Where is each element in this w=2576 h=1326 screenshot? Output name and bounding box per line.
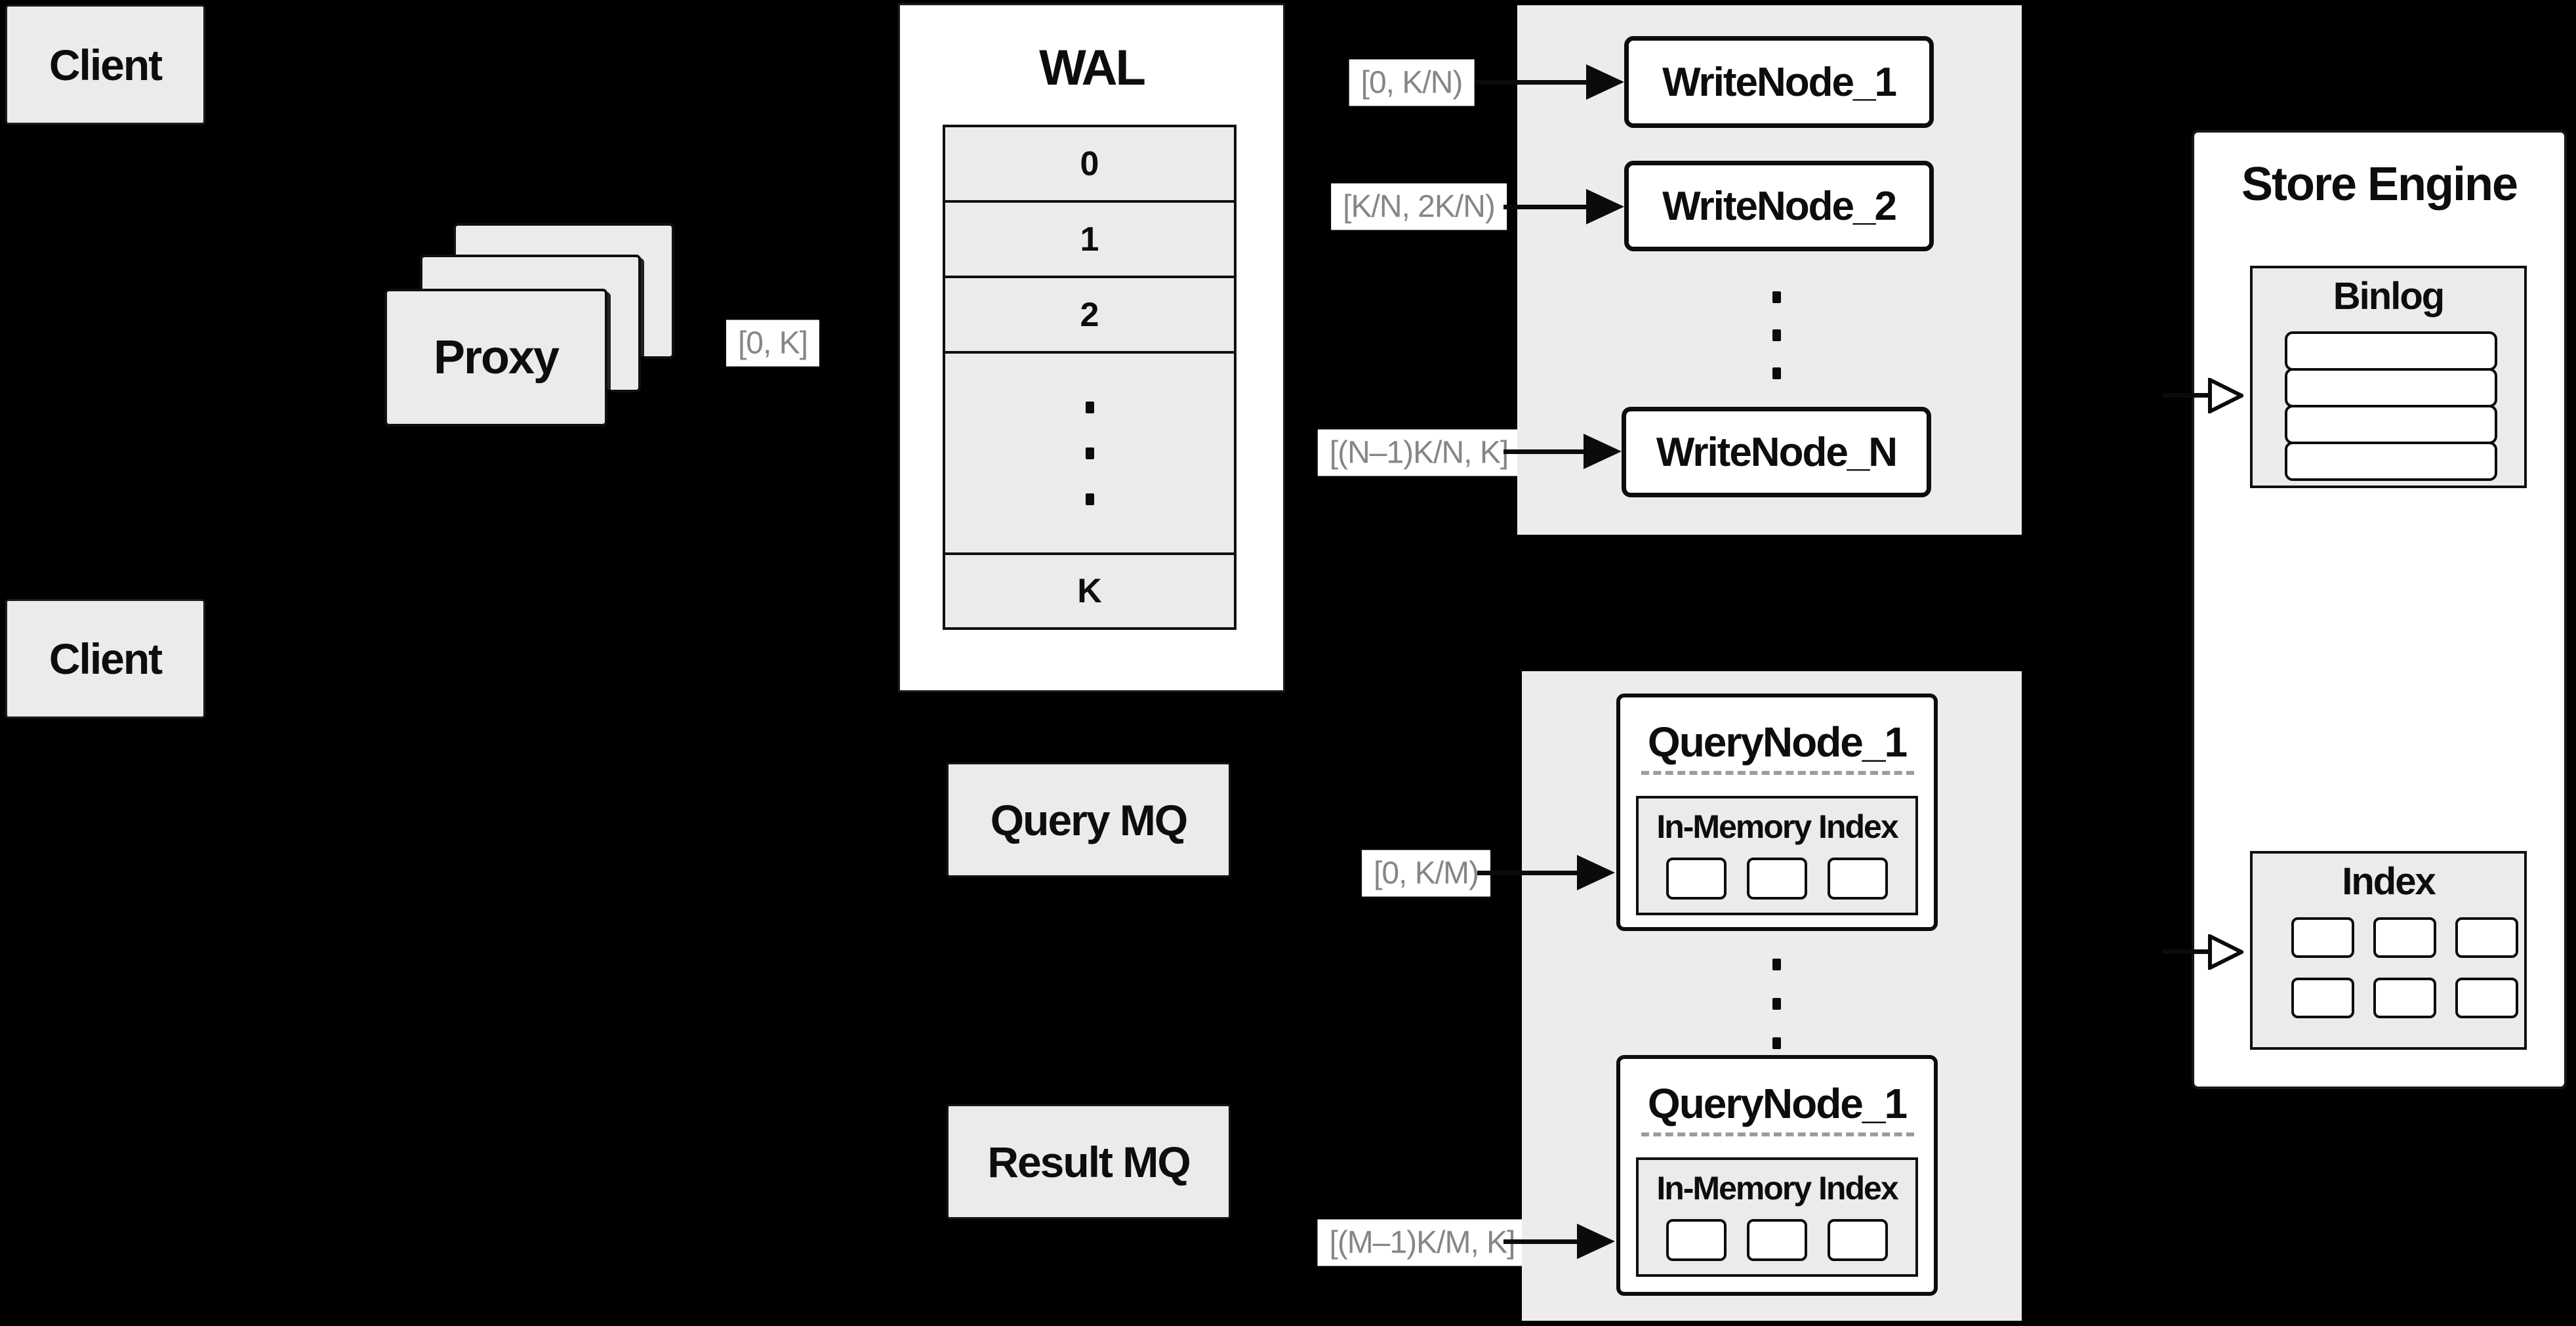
arrow-line	[1503, 449, 1589, 454]
in-memory-index-box: In-Memory Index	[1636, 796, 1918, 915]
wal-segment-row: 2	[945, 278, 1234, 354]
binlog-rows	[2285, 331, 2497, 481]
index-cells	[1639, 1219, 1915, 1261]
arrow-line	[1476, 80, 1591, 85]
vertical-ellipsis-icon	[1772, 278, 1781, 392]
index-cell	[2455, 978, 2518, 1018]
range-label-write-1: [0, K/N)	[1349, 59, 1475, 106]
wal-ellipsis-row	[945, 354, 1234, 555]
binlog-row	[2285, 405, 2497, 444]
store-engine-title: Store Engine	[2241, 158, 2518, 211]
vertical-ellipsis-icon	[1772, 945, 1781, 1063]
wal-segment-row: K	[945, 555, 1234, 627]
index-cell	[1828, 1219, 1888, 1261]
write-node-2: WriteNode_2	[1624, 161, 1934, 251]
arrow-line	[1503, 205, 1591, 209]
open-arrow-right-icon	[2208, 934, 2243, 970]
proxy-node: Proxy	[384, 289, 607, 426]
vertical-ellipsis-icon	[1085, 384, 1094, 522]
arrow-right-icon	[1577, 1224, 1615, 1259]
result-mq-node: Result MQ	[947, 1104, 1231, 1219]
wal-segment-row: 1	[945, 203, 1234, 278]
index-cell	[2291, 917, 2354, 958]
range-label-proxy-to-wal: [0, K]	[726, 320, 820, 367]
arrow-right-icon	[1584, 434, 1622, 469]
index-cell	[2373, 917, 2436, 958]
arrow-right-icon	[1586, 189, 1624, 224]
range-label-query-1: [0, K/M)	[1361, 850, 1491, 897]
arrow-line	[1477, 871, 1581, 875]
write-node-1: WriteNode_1	[1624, 36, 1934, 128]
index-title: Index	[2342, 860, 2436, 903]
in-memory-index-box: In-Memory Index	[1636, 1157, 1918, 1277]
range-label-write-n: [(N–1)K/N, K]	[1317, 429, 1521, 476]
index-cell	[1747, 1219, 1807, 1261]
client-bottom-node: Client	[5, 599, 205, 718]
range-label-query-m: [(M–1)K/M, K]	[1317, 1219, 1527, 1266]
index-cell	[2291, 978, 2354, 1018]
write-node-n: WriteNode_N	[1622, 407, 1931, 497]
open-arrow-right-icon	[2208, 378, 2243, 413]
index-cell	[1666, 858, 1727, 900]
dashed-divider	[1641, 771, 1914, 775]
arrow-line	[2162, 393, 2213, 398]
index-cell	[1747, 858, 1807, 900]
binlog-row	[2285, 368, 2497, 407]
binlog-title: Binlog	[2333, 275, 2445, 318]
arrow-line	[1503, 1239, 1581, 1244]
binlog-row	[2285, 442, 2497, 481]
binlog-row	[2285, 331, 2497, 371]
wal-title: WAL	[1039, 39, 1146, 96]
index-cells-row	[2291, 917, 2518, 958]
in-memory-index-title: In-Memory Index	[1656, 808, 1898, 845]
index-cell	[2455, 917, 2518, 958]
query-node-title: QueryNode_1	[1647, 1080, 1908, 1127]
arrow-right-icon	[1586, 64, 1624, 100]
client-top-node: Client	[5, 5, 205, 125]
wal-segment-row: 0	[945, 127, 1234, 203]
query-mq-node: Query MQ	[947, 762, 1231, 877]
in-memory-index-title: In-Memory Index	[1656, 1170, 1898, 1207]
index-cells	[1639, 858, 1915, 900]
index-cell	[1666, 1219, 1727, 1261]
dashed-divider	[1641, 1132, 1914, 1136]
query-node-title: QueryNode_1	[1647, 718, 1908, 766]
arrow-line	[2162, 949, 2213, 954]
index-cell	[2373, 978, 2436, 1018]
range-label-write-2: [K/N, 2K/N)	[1331, 183, 1507, 230]
arrow-right-icon	[1577, 855, 1615, 890]
index-cell	[1828, 858, 1888, 900]
wal-segment-table: 0 1 2 K	[943, 125, 1237, 630]
index-cells-row	[2291, 978, 2518, 1018]
